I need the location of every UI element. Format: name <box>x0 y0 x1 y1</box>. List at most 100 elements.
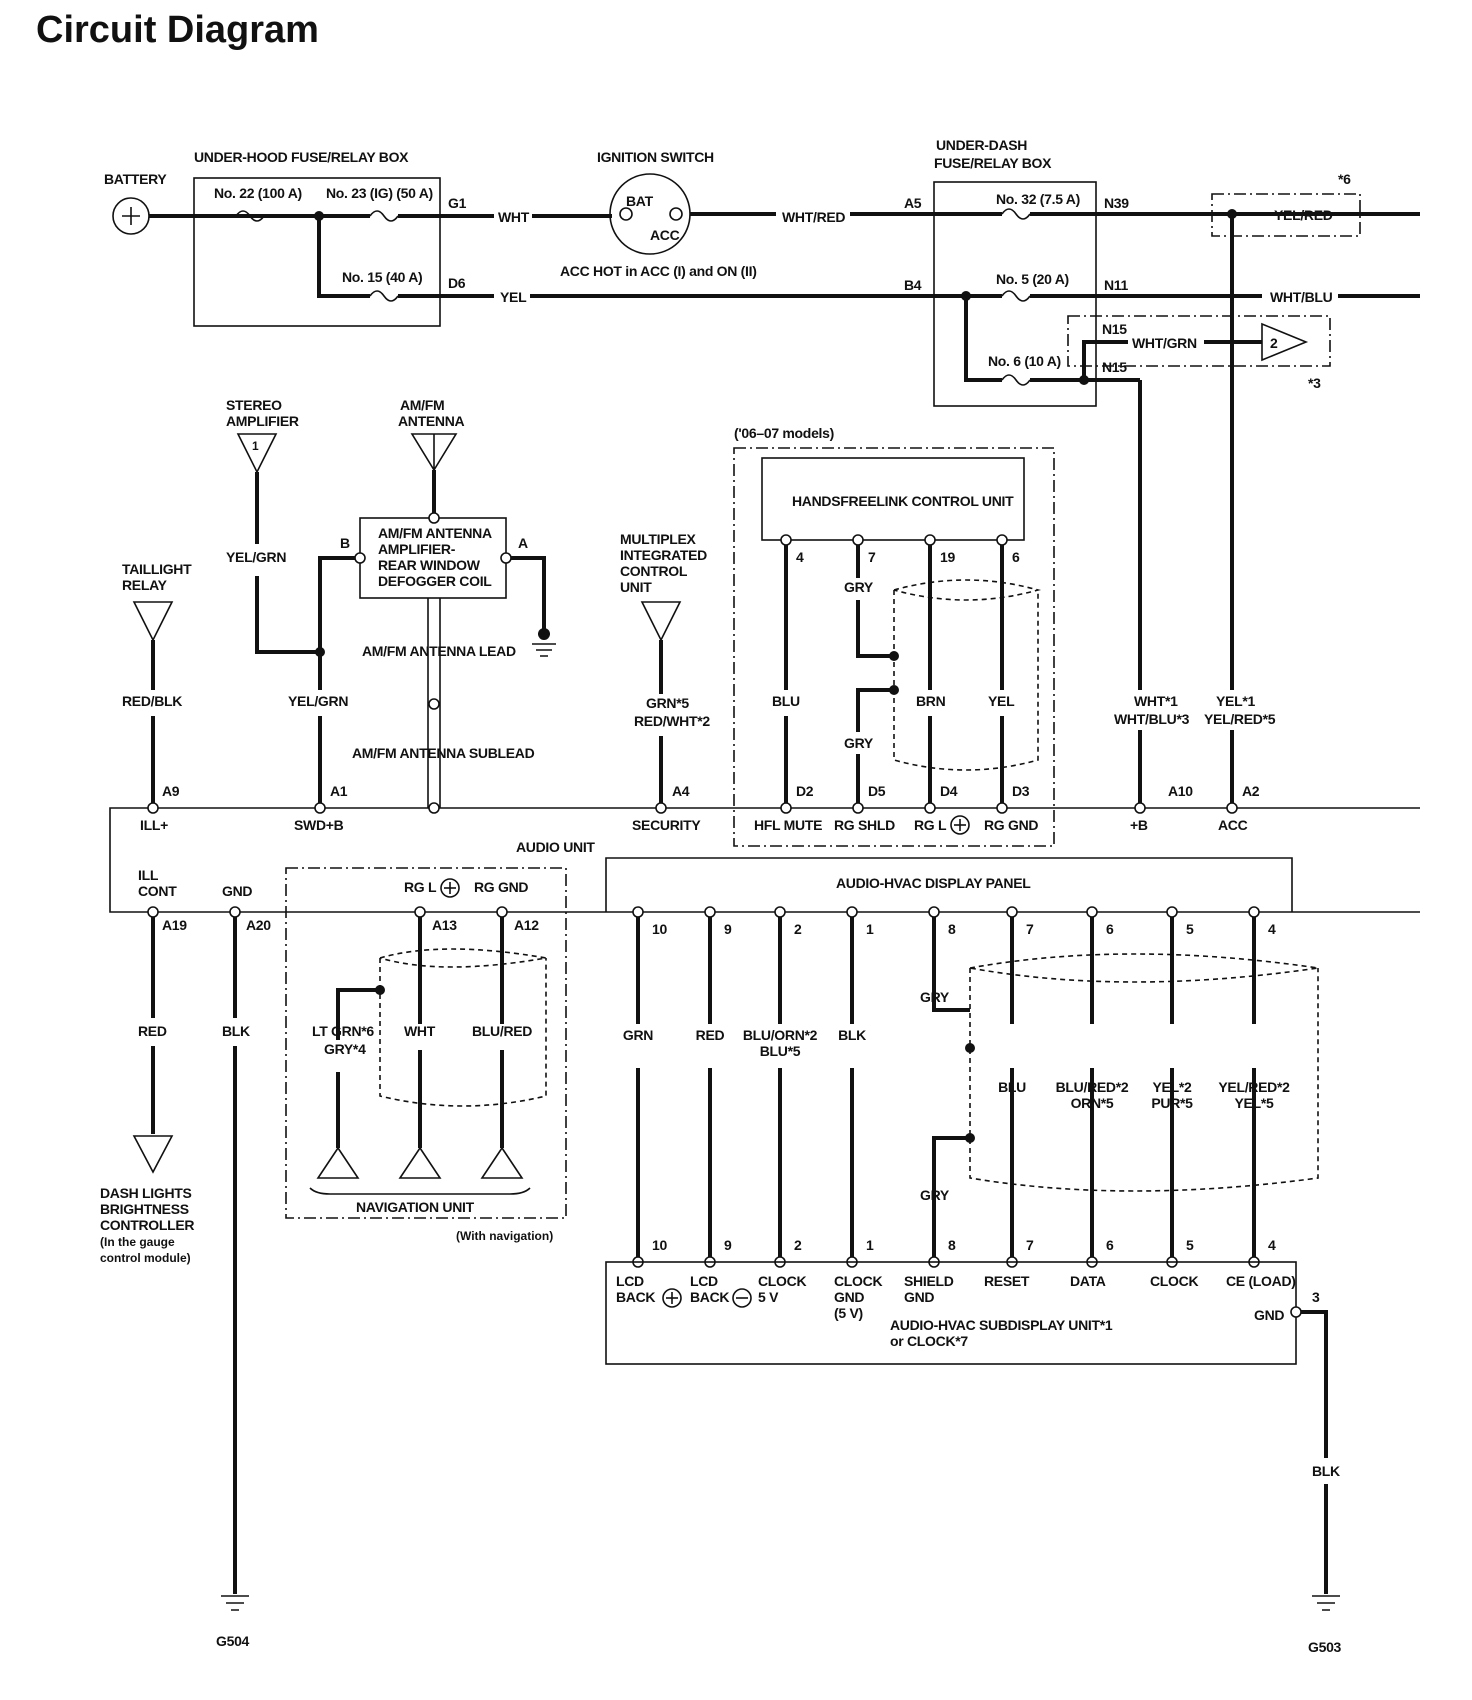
panel-pin-label-bottom: 9 <box>724 1237 732 1253</box>
audio-pin-a4: A4 <box>672 783 690 799</box>
panel-pin-top-5 <box>1166 906 1178 918</box>
amp-box-label-1: AM/FM ANTENNA <box>378 525 492 541</box>
panel-wire-color: GRN <box>623 1027 653 1043</box>
dash-label-1: DASH LIGHTS <box>100 1185 192 1201</box>
wire-grn-star5: GRN*5 <box>646 695 689 711</box>
sub-shield1: SHIELD <box>904 1273 954 1289</box>
pin-n15-a: N15 <box>1102 321 1127 337</box>
panel-wire-color-2: GRY <box>920 1187 950 1203</box>
audio-pin-a1: A1 <box>330 783 348 799</box>
audio-security: SECURITY <box>632 817 701 833</box>
nav-wire-wht: WHT <box>404 1023 436 1039</box>
taillight-relay: TAILLIGHT RELAY <box>122 561 192 642</box>
ignition-title: IGNITION SWITCH <box>597 149 714 165</box>
wire-wht-star1: WHT*1 <box>1134 693 1178 709</box>
hfl-wire-blu: BLU <box>772 693 800 709</box>
wire-yel: YEL <box>500 289 527 305</box>
ignition-bat: BAT <box>626 193 654 209</box>
amp-pin-a: A <box>518 535 528 551</box>
fuse-6-label: No. 6 (10 A) <box>988 353 1061 369</box>
panel-pin-label-top: 7 <box>1026 921 1034 937</box>
micu-label-2: INTEGRATED <box>620 547 707 563</box>
multiplex-control-unit: MULTIPLEX INTEGRATED CONTROL UNIT <box>620 531 707 642</box>
sub-lcd2a: LCD <box>690 1273 718 1289</box>
ignition-note: ACC HOT in ACC (I) and ON (II) <box>560 263 757 279</box>
hfl-optional-box <box>733 447 1055 847</box>
underdash-title-2: FUSE/RELAY BOX <box>934 155 1052 171</box>
underhood-fuse-box: UNDER-HOOD FUSE/RELAY BOX No. 22 (100 A)… <box>193 149 467 327</box>
fuse-32-label: No. 32 (7.5 A) <box>996 191 1080 207</box>
panel-pin-label-bottom: 7 <box>1026 1237 1034 1253</box>
micu-label-3: CONTROL <box>620 563 688 579</box>
nav-connector-2-icon <box>398 1146 442 1179</box>
panel-pin-label-top: 5 <box>1186 921 1194 937</box>
sub-lcd2b: BACK <box>690 1289 729 1305</box>
antenna-sublead-label: AM/FM ANTENNA SUBLEAD <box>352 745 535 761</box>
nav-with-label: (With navigation) <box>456 1229 553 1243</box>
fuse-22-label: No. 22 (100 A) <box>214 185 302 201</box>
panel-wire-color: YEL/RED*2 <box>1218 1079 1290 1095</box>
ground-g503: G503 <box>1308 1639 1342 1655</box>
panel-pin-label-top: 4 <box>1268 921 1276 937</box>
sub-shield2: GND <box>904 1289 934 1305</box>
pin-b4: B4 <box>904 277 922 293</box>
audio-plus-b: +B <box>1130 817 1148 833</box>
audio-rgl: RG L <box>914 817 947 833</box>
ground-g504: G504 <box>216 1633 250 1649</box>
fuse-6-icon <box>1001 374 1031 386</box>
audio-gnd: GND <box>222 883 252 899</box>
hfl-wire-gry-1: GRY <box>844 579 874 595</box>
panel-pin-top-9 <box>704 906 716 918</box>
nav-shield <box>379 948 547 1107</box>
audio-pin-d5: D5 <box>868 783 886 799</box>
stereo-label-2: AMPLIFIER <box>226 413 299 429</box>
amp-box-label-4: DEFOGGER COIL <box>378 573 492 589</box>
fuse-22-icon <box>235 210 319 222</box>
hfl-pin-6: 6 <box>1012 549 1020 565</box>
hfl-models-label: ('06–07 models) <box>734 425 834 441</box>
panel-pin-top-4 <box>1248 906 1260 918</box>
wire-blk-2: BLK <box>1312 1463 1340 1479</box>
hfl-wire-brn: BRN <box>916 693 946 709</box>
sub-cgnd3: (5 V) <box>834 1305 863 1321</box>
audio-pin-d4: D4 <box>940 783 958 799</box>
wire-redwht-star2: RED/WHT*2 <box>634 713 710 729</box>
wire-blk: BLK <box>222 1023 250 1039</box>
audio-ill-cont-2: CONT <box>138 883 177 899</box>
dash-connector-icon <box>132 1135 174 1174</box>
audio-pin-a2: A2 <box>1242 783 1260 799</box>
panel-wire-color: RED <box>696 1027 725 1043</box>
panel-wire-color-2: ORN*5 <box>1071 1095 1114 1111</box>
panel-pin-top-10 <box>632 906 644 918</box>
ignition-acc: ACC <box>650 227 680 243</box>
antenna-connector-icon <box>410 433 458 472</box>
nav-connector-3-icon <box>480 1146 524 1179</box>
option-box-3 <box>1067 315 1331 367</box>
stereo-pin: 1 <box>252 439 259 453</box>
audio-swd: SWD+B <box>294 817 344 833</box>
micu-label-1: MULTIPLEX <box>620 531 697 547</box>
taillight-label-1: TAILLIGHT <box>122 561 192 577</box>
sub-lcd1a: LCD <box>616 1273 644 1289</box>
micu-connector-icon <box>640 601 682 642</box>
hfl-shield <box>893 579 1041 771</box>
panel-pin-label-top: 1 <box>866 921 874 937</box>
hfl-title: HANDSFREELINK CONTROL UNIT <box>792 493 1014 509</box>
panel-pin-label-top: 2 <box>794 921 802 937</box>
audio-ill: ILL+ <box>140 817 168 833</box>
fuse-5-icon <box>1001 290 1031 302</box>
audio-unit: AUDIO UNIT A9 A1 A4 D2 D5 D4 D3 A10 A2 I… <box>109 783 1420 933</box>
sub-clk5a: CLOCK <box>758 1273 806 1289</box>
pin-a5: A5 <box>904 195 922 211</box>
amfm-antenna: AM/FM ANTENNA <box>398 397 465 472</box>
sub-pin-3: 3 <box>1312 1289 1320 1305</box>
hfl-pin-4: 4 <box>796 549 804 565</box>
amfm-amplifier-box: AM/FM ANTENNA AMPLIFIER- REAR WINDOW DEF… <box>340 512 528 599</box>
panel-pin-label-bottom: 1 <box>866 1237 874 1253</box>
dash-label-2: BRIGHTNESS <box>100 1201 189 1217</box>
panel-pin-label-bottom: 8 <box>948 1237 956 1253</box>
dash-label-5: control module) <box>100 1251 191 1265</box>
audio-pin-a10: A10 <box>1168 783 1193 799</box>
pin-n15-b: N15 <box>1102 359 1127 375</box>
audio-pin-a20: A20 <box>246 917 271 933</box>
